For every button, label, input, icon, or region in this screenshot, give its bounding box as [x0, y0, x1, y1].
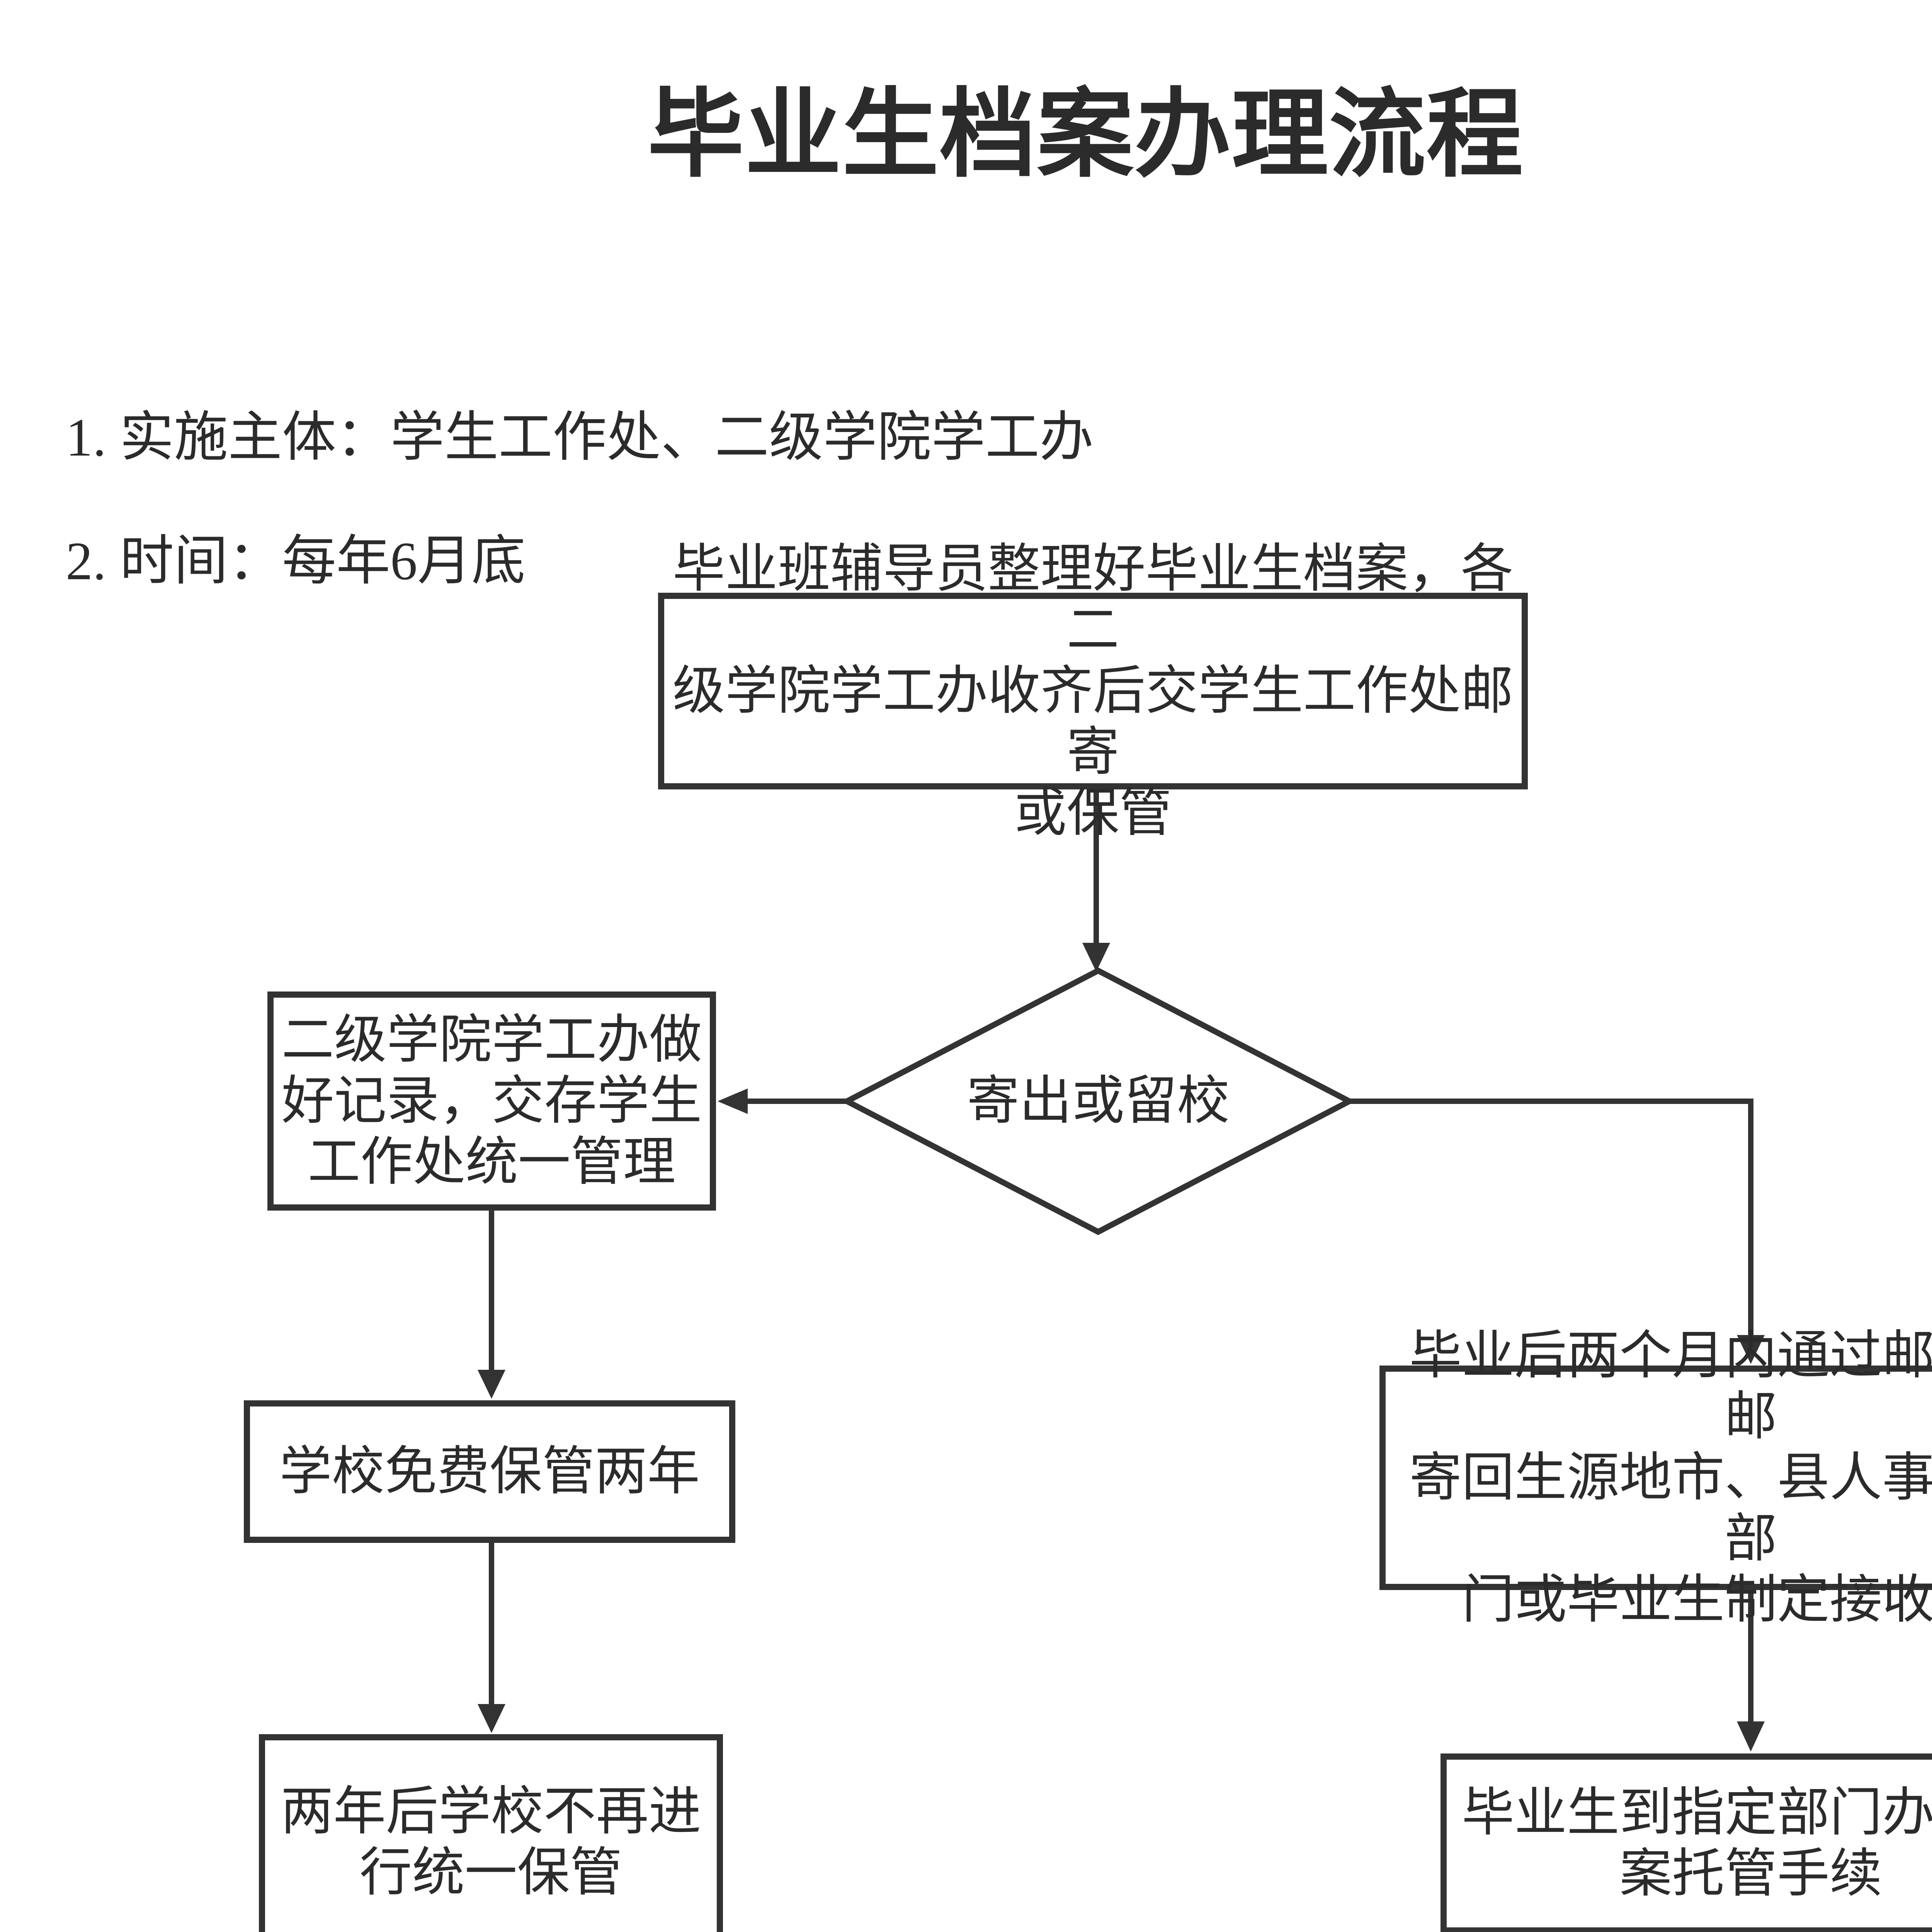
notes: 1. 实施主体：学生工作处、二级学院学工办 2. 时间：每年6月底 — [66, 345, 1094, 654]
keep-two-years-box: 学校免费保管两年 — [244, 1400, 735, 1543]
arrowhead-down-to-decision — [1082, 943, 1110, 972]
connector-decision-to-mail — [1349, 1099, 1753, 1337]
decision-diamond-shape — [840, 967, 1356, 1235]
page-title: 毕业生档案办理流程 — [647, 82, 1524, 189]
mail-back-box: 毕业后两个月内通过邮政部门邮 寄回生源地市、县人事或社保部 门或毕业生制定接收单… — [1379, 1327, 1932, 1629]
arrowhead-left-to-record — [718, 1088, 748, 1114]
arrowhead-down-to-mail — [1737, 1335, 1765, 1364]
deposit-procedure-box: 毕业生到指定部门办理档 案托管手续 — [1440, 1753, 1932, 1932]
decision-label: 寄出或留校 — [967, 1072, 1230, 1130]
note-line: 2. 时间：每年6月底 — [66, 531, 526, 591]
arrowhead-down-to-keep — [478, 1370, 505, 1399]
start-box: 毕业班辅导员整理好毕业生档案，各二 级学院学工办收齐后交学生工作处邮寄 或保管 — [658, 540, 1528, 842]
arrowhead-down-to-nolonger — [478, 1704, 505, 1733]
note-line: 1. 实施主体：学生工作处、二级学院学工办 — [66, 408, 1094, 468]
no-longer-keep-box: 两年后学校不再进 行统一保管 — [259, 1734, 723, 1932]
arrowhead-down-to-deposit — [1737, 1721, 1765, 1752]
record-box: 二级学院学工办做 好记录，交存学生 工作处统一管理 — [267, 992, 716, 1211]
